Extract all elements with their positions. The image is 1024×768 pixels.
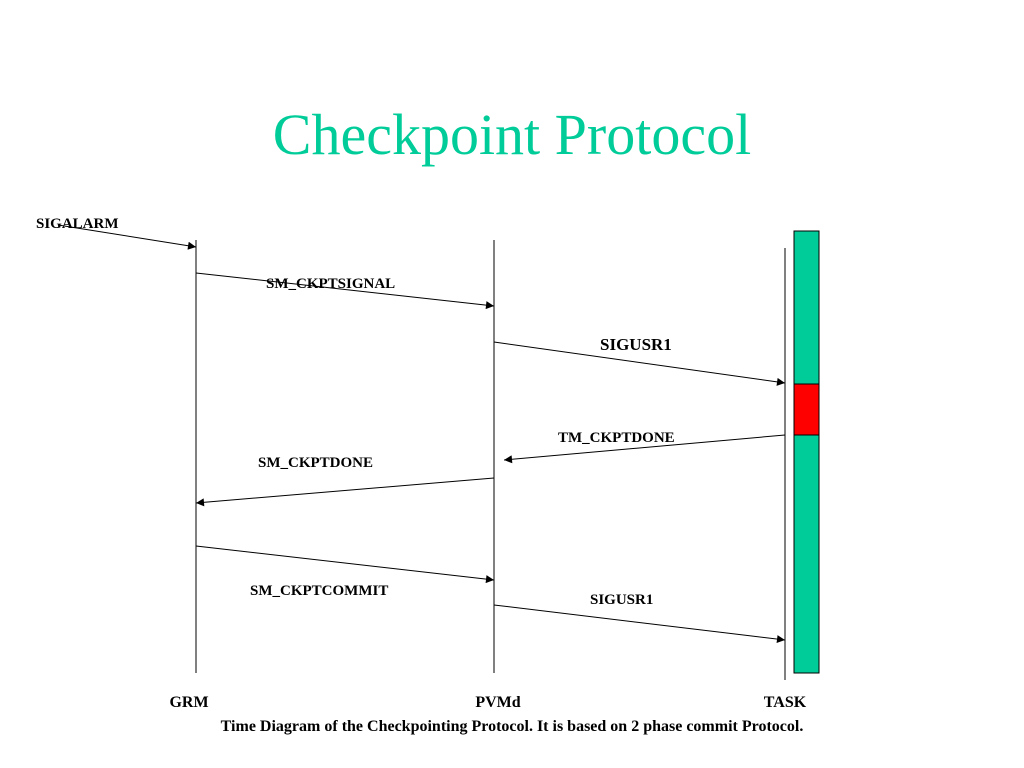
label-tm-ckptdone: TM_CKPTDONE <box>558 430 675 446</box>
label-sm-ckptsignal: SM_CKPTSIGNAL <box>266 276 395 292</box>
label-sm-ckptcommit: SM_CKPTCOMMIT <box>250 583 388 599</box>
page-title: Checkpoint Protocol <box>272 102 752 167</box>
arrow-sm-ckptdone <box>195 477 495 507</box>
task-bar-top <box>793 230 820 385</box>
participant-grm: GRM <box>169 694 208 711</box>
participant-task: TASK <box>764 694 807 711</box>
arrow-sigusr1-first <box>493 341 786 386</box>
arrow-tm-ckptdone <box>503 434 786 464</box>
arrow-sigusr1-second <box>493 604 786 644</box>
participant-pvmd: PVMd <box>475 694 520 711</box>
label-sigusr1-first: SIGUSR1 <box>600 335 672 354</box>
arrow-sm-ckptsignal <box>195 272 495 310</box>
label-sigalarm: SIGALARM <box>36 216 119 232</box>
task-bar-bottom <box>793 434 820 674</box>
arrow-sigalarm <box>57 224 197 250</box>
task-checkpoint-segment <box>793 383 820 436</box>
label-sigusr1-second: SIGUSR1 <box>590 592 653 608</box>
arrow-sm-ckptcommit <box>195 545 495 584</box>
diagram-caption: Time Diagram of the Checkpointing Protoc… <box>220 718 804 735</box>
label-sm-ckptdone: SM_CKPTDONE <box>258 455 373 471</box>
